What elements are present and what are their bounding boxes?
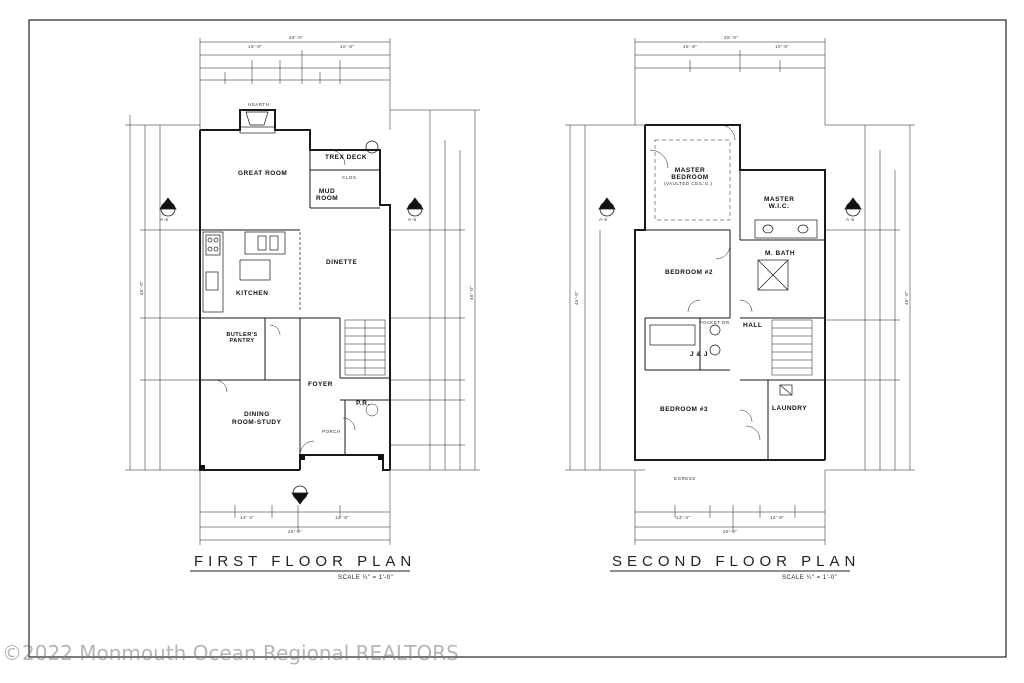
sf-top-dim-2: 10'-8" bbox=[775, 44, 790, 49]
sf-jj-label: J & J bbox=[690, 351, 709, 358]
ff-section-tag-right: A-5 bbox=[408, 217, 417, 222]
sf-master-bedroom-label: MASTER BEDROOM bbox=[671, 167, 709, 181]
second-floor-drawing bbox=[565, 38, 915, 545]
sf-top-dimensions bbox=[634, 38, 826, 125]
sf-bottom-dimensions bbox=[634, 470, 826, 545]
sf-vault-lines bbox=[654, 139, 731, 221]
sf-hall-label: HALL bbox=[743, 322, 763, 329]
sf-stairs bbox=[771, 319, 813, 376]
sf-pocket-door-label: POCKET DR. bbox=[699, 320, 732, 325]
ff-mud-room-label: MUD ROOM bbox=[316, 188, 339, 202]
sheet-border bbox=[28, 19, 1007, 658]
sf-m-bath-label: M. BATH bbox=[765, 250, 796, 257]
ff-porch-posts bbox=[200, 455, 383, 470]
sf-section-markers bbox=[598, 197, 862, 217]
sf-laundry-label: LAUNDRY bbox=[772, 405, 808, 412]
ff-porch-label: PORCH bbox=[322, 429, 341, 434]
ff-kitchen bbox=[202, 231, 301, 313]
sf-fixtures bbox=[649, 219, 818, 396]
ff-hearth-label: HEARTH bbox=[248, 102, 270, 107]
sf-egress-label: EGRESS bbox=[674, 476, 696, 481]
sf-bottom-dim-2: 12'-8" bbox=[770, 515, 785, 520]
first-floor-drawing bbox=[125, 38, 480, 545]
ff-section-markers bbox=[159, 140, 424, 505]
ff-overall-width-dim: 26'-0" bbox=[289, 35, 304, 40]
ff-great-room-label: GREAT ROOM bbox=[238, 170, 288, 177]
sf-walls bbox=[634, 124, 826, 461]
ff-trex-deck-label: TREX DECK bbox=[325, 154, 368, 161]
ff-top-dim-1: 16'-8" bbox=[248, 44, 263, 49]
ff-top-dim-2: 10'-8" bbox=[340, 44, 355, 49]
sf-side-dimensions bbox=[565, 124, 915, 471]
sf-bedroom2-label: BEDROOM #2 bbox=[665, 269, 713, 276]
ff-plan-scale: SCALE ¼" = 1'-0" bbox=[338, 575, 394, 581]
copyright-watermark: ©2022 Monmouth Ocean Regional REALTORS bbox=[2, 641, 459, 665]
ff-side-dimensions bbox=[125, 109, 480, 471]
ff-top-dimensions bbox=[199, 38, 391, 130]
sf-section-tag-left: A-5 bbox=[599, 217, 608, 222]
ff-overall-depth-dim: 46'-0" bbox=[139, 280, 144, 295]
ff-fireplace bbox=[239, 111, 276, 134]
ff-plan-title: FIRST FLOOR PLAN bbox=[194, 553, 417, 570]
ff-bottom-dim-1: 13'-4" bbox=[240, 515, 255, 520]
ff-section-tag-left: A-5 bbox=[160, 217, 169, 222]
sf-overall-depth-dim: 46'-0" bbox=[574, 290, 579, 305]
ff-butlers-pantry-label: BUTLER'S PANTRY bbox=[226, 332, 258, 344]
ff-doors bbox=[214, 149, 379, 456]
sf-plan-title: SECOND FLOOR PLAN bbox=[612, 553, 861, 570]
sf-top-dim-1: 16'-8" bbox=[683, 44, 698, 49]
ff-study-label: ROOM-STUDY bbox=[232, 419, 282, 426]
sf-bedroom3-label: BEDROOM #3 bbox=[660, 406, 708, 413]
ff-dinette-label: DINETTE bbox=[326, 259, 358, 266]
sf-section-tag-right: A-5 bbox=[846, 217, 855, 222]
ff-foyer-label: FOYER bbox=[308, 381, 333, 388]
ff-walls bbox=[199, 109, 391, 471]
ff-clos-label: CLOS. bbox=[342, 175, 359, 180]
ff-stairs bbox=[344, 319, 386, 376]
ff-right-depth-dim: 46'-0" bbox=[469, 285, 474, 300]
sf-bottom-total-dim: 26'-0" bbox=[723, 529, 738, 534]
sf-overall-width-dim: 26'-0" bbox=[724, 35, 739, 40]
sf-right-depth-dim: 46'-0" bbox=[904, 290, 909, 305]
ff-dining-label: DINING bbox=[244, 411, 270, 418]
sf-vaulted-label: (VAULTED CEIL'G.) bbox=[664, 181, 713, 186]
sf-plan-scale: SCALE ¼" = 1'-0" bbox=[782, 575, 838, 581]
ff-bottom-dim-2: 12'-8" bbox=[335, 515, 350, 520]
ff-pr-label: P.R. bbox=[356, 400, 370, 407]
sf-master-wic-label: MASTER W.I.C. bbox=[764, 196, 795, 210]
ff-kitchen-label: KITCHEN bbox=[236, 290, 269, 297]
ff-bottom-dimensions bbox=[199, 470, 391, 545]
sf-bottom-dim-1: 13'-4" bbox=[676, 515, 691, 520]
ff-bottom-total-dim: 26'-0" bbox=[288, 529, 303, 534]
sf-doors bbox=[649, 124, 761, 441]
